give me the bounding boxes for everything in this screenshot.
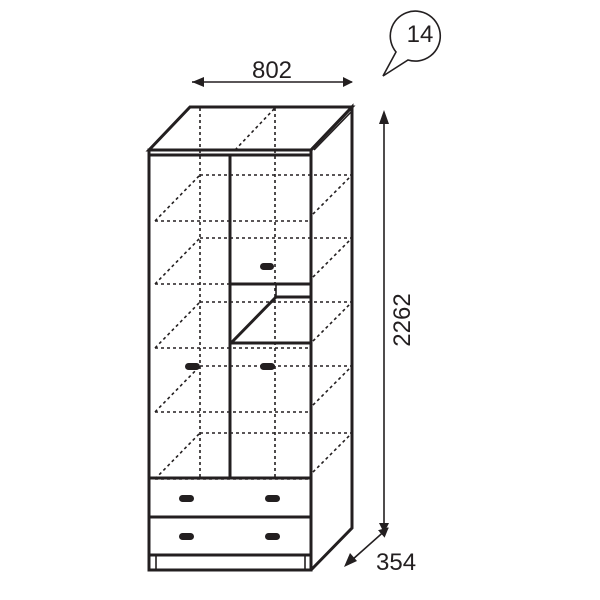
shelf-line bbox=[312, 432, 353, 473]
drawer-handle bbox=[179, 533, 194, 540]
item-number: 14 bbox=[407, 21, 434, 48]
cabinet-body bbox=[145, 103, 356, 572]
drawer-handle bbox=[265, 495, 280, 502]
width-label: 802 bbox=[252, 57, 292, 84]
shelf-line bbox=[312, 237, 353, 278]
door-handle bbox=[185, 363, 200, 370]
width-dimension: 802 bbox=[192, 57, 353, 87]
hidden-lines bbox=[154, 107, 353, 480]
drawer-handle bbox=[265, 533, 280, 540]
shelf-line bbox=[154, 432, 201, 480]
height-label: 2262 bbox=[389, 293, 416, 346]
shelf-line bbox=[312, 365, 353, 406]
handles bbox=[179, 263, 280, 540]
shelf-line bbox=[154, 174, 201, 222]
depth-dimension: 354 bbox=[344, 527, 416, 576]
drawer-handle bbox=[179, 495, 194, 502]
door-handle bbox=[260, 363, 275, 370]
depth-label: 354 bbox=[376, 549, 416, 576]
door-handle bbox=[260, 263, 274, 270]
height-dimension: 2262 bbox=[379, 110, 416, 533]
shelf-line bbox=[154, 301, 201, 349]
item-number-callout: 14 bbox=[382, 10, 442, 77]
shelf-line bbox=[154, 365, 201, 413]
shelf-line bbox=[312, 174, 353, 215]
shelf-line bbox=[312, 301, 353, 342]
shelf-line bbox=[154, 237, 201, 285]
